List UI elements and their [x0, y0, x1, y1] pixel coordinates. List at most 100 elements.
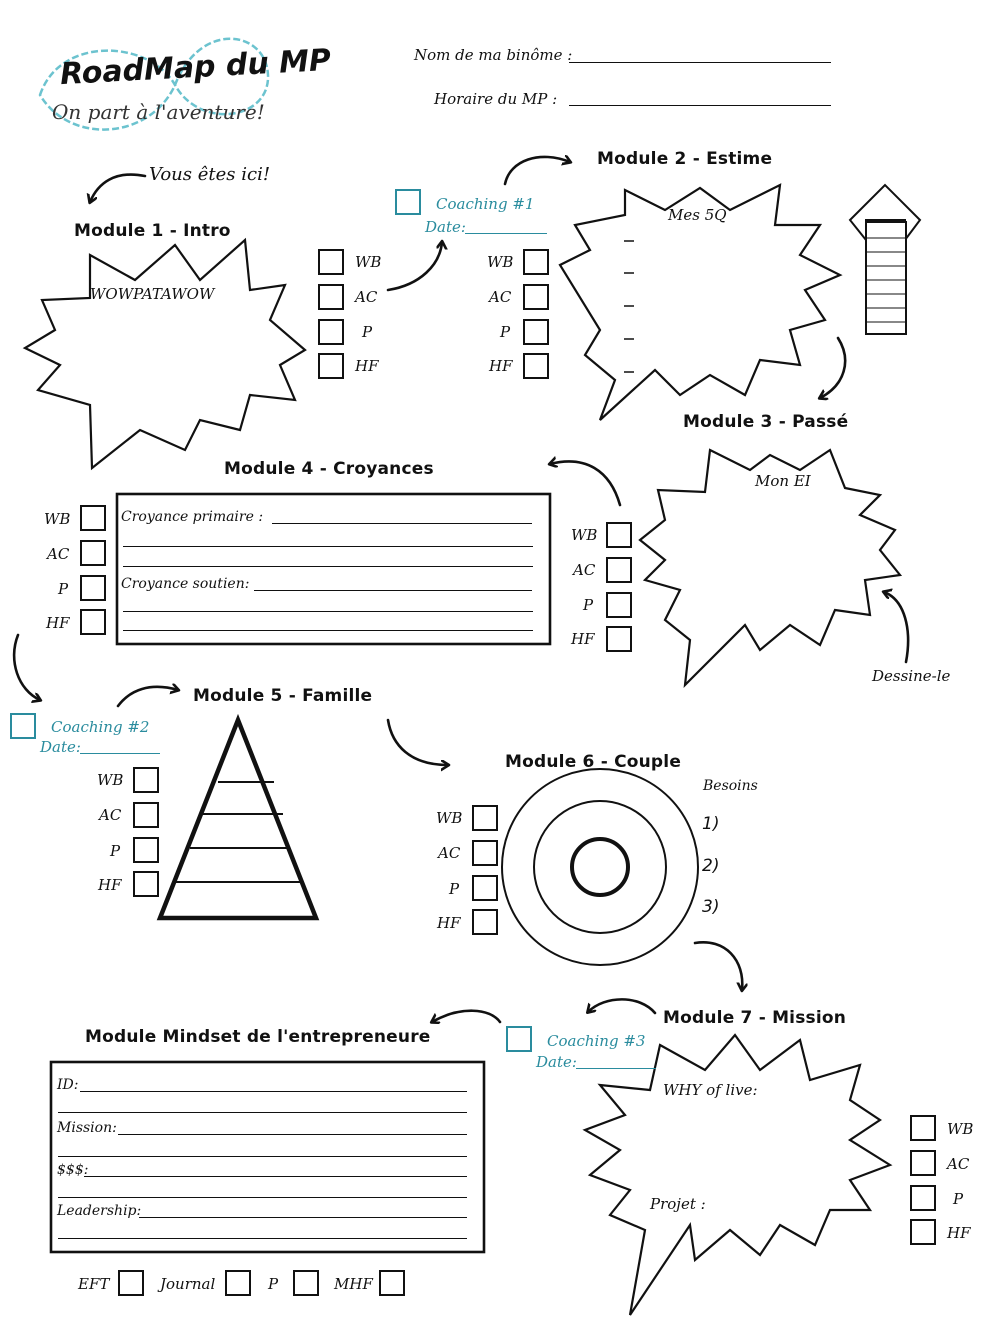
module4-ac-label: AC — [47, 545, 70, 563]
mindset-mhf-checkbox[interactable] — [379, 1270, 405, 1296]
module2-p-checkbox[interactable] — [523, 319, 549, 345]
module1-p-checkbox[interactable] — [318, 319, 344, 345]
arrow-to-module7 — [693, 940, 742, 990]
module4-line[interactable] — [123, 566, 533, 567]
module1-starburst-bubble — [22, 237, 307, 471]
flow-arrows — [12, 157, 910, 1022]
module6-p-label: P — [449, 880, 460, 898]
arrow-to-module5 — [116, 687, 178, 708]
module4-line[interactable] — [123, 611, 533, 612]
module7-hf-checkbox[interactable] — [910, 1219, 936, 1245]
module7-starburst-bubble — [582, 1033, 893, 1316]
mindset-id-field[interactable] — [80, 1091, 467, 1092]
module4-support-field[interactable] — [254, 590, 532, 591]
horaire-label: Horaire du MP : — [434, 90, 558, 108]
module7-ac-checkbox[interactable] — [910, 1150, 936, 1176]
module7-why-label: WHY of live: — [663, 1081, 758, 1099]
coaching3-label: Coaching #3 — [547, 1032, 646, 1050]
module4-primary-field[interactable] — [272, 523, 532, 524]
logo-swirl — [38, 37, 270, 131]
module5-wb-checkbox[interactable] — [133, 767, 159, 793]
mindset-eft-checkbox[interactable] — [118, 1270, 144, 1296]
module5-hf-checkbox[interactable] — [133, 871, 159, 897]
module2-wb-checkbox[interactable] — [523, 249, 549, 275]
module5-ac-label: AC — [99, 806, 122, 824]
module3-bubble-text: Mon EI — [755, 472, 811, 490]
coaching1-date-field[interactable] — [465, 233, 547, 234]
module5-wb-label: WB — [97, 771, 124, 789]
coaching2-checkbox[interactable] — [10, 713, 36, 739]
logo-subtitle: On part à l'aventure! — [52, 100, 265, 124]
module1-ac-checkbox[interactable] — [318, 284, 344, 310]
module1-hf-label: HF — [355, 357, 379, 375]
coaching1-date-label: Date: — [425, 218, 466, 236]
module3-wb-checkbox[interactable] — [606, 522, 632, 548]
module4-wb-checkbox[interactable] — [80, 505, 106, 531]
module3-ac-label: AC — [573, 561, 596, 579]
module6-needs-label: Besoins — [703, 778, 758, 794]
module4-p-label: P — [58, 580, 69, 598]
module6-ac-checkbox[interactable] — [472, 840, 498, 866]
coaching3-date-field[interactable] — [576, 1068, 656, 1069]
module7-wb-label: WB — [947, 1120, 974, 1138]
module6-p-checkbox[interactable] — [472, 875, 498, 901]
mindset-journal-checkbox[interactable] — [225, 1270, 251, 1296]
mindset-line[interactable] — [58, 1238, 467, 1239]
module6-hf-checkbox[interactable] — [472, 909, 498, 935]
mindset-money-field[interactable] — [84, 1176, 467, 1177]
module6-wb-checkbox[interactable] — [472, 805, 498, 831]
module5-p-checkbox[interactable] — [133, 837, 159, 863]
arrow-to-module2 — [503, 157, 570, 186]
module7-p-label: P — [953, 1190, 964, 1208]
module7-title: Module 7 - Mission — [663, 1008, 847, 1028]
coaching3-checkbox[interactable] — [506, 1026, 532, 1052]
module4-line[interactable] — [123, 546, 533, 547]
mindset-leadership-field[interactable] — [139, 1217, 467, 1218]
mindset-eft-label: EFT — [78, 1275, 110, 1293]
arrow-here — [90, 173, 147, 202]
module7-hf-label: HF — [947, 1224, 971, 1242]
mindset-line[interactable] — [58, 1112, 467, 1113]
module7-p-checkbox[interactable] — [910, 1185, 936, 1211]
module5-ac-checkbox[interactable] — [133, 802, 159, 828]
arrow-to-module4 — [550, 461, 622, 507]
mindset-mission-field[interactable] — [118, 1134, 467, 1135]
module5-hf-label: HF — [98, 876, 122, 894]
mindset-leadership-label: Leadership: — [57, 1203, 142, 1219]
mes5q-dashes — [624, 240, 634, 373]
module4-p-checkbox[interactable] — [80, 575, 106, 601]
module2-ac-label: AC — [489, 288, 512, 306]
coaching2-date-field[interactable] — [80, 753, 160, 754]
module2-hf-checkbox[interactable] — [523, 353, 549, 379]
module4-frame — [115, 492, 552, 646]
module2-hf-label: HF — [489, 357, 513, 375]
mindset-line[interactable] — [58, 1156, 467, 1157]
mindset-journal-label: Journal — [160, 1275, 216, 1293]
horaire-field[interactable] — [569, 105, 831, 106]
module7-wb-checkbox[interactable] — [910, 1115, 936, 1141]
module6-wb-label: WB — [436, 809, 463, 827]
mindset-p-checkbox[interactable] — [293, 1270, 319, 1296]
module2-ac-checkbox[interactable] — [523, 284, 549, 310]
module3-draw-hint: Dessine-le — [872, 667, 951, 685]
arrow-to-module3 — [820, 336, 847, 398]
binome-field[interactable] — [569, 62, 831, 63]
arrow-to-module6 — [386, 718, 448, 765]
mindset-line[interactable] — [58, 1197, 467, 1198]
coaching1-checkbox[interactable] — [395, 189, 421, 215]
module4-primary-label: Croyance primaire : — [121, 509, 264, 525]
module1-p-label: P — [362, 323, 373, 341]
module1-hf-checkbox[interactable] — [318, 353, 344, 379]
module4-ac-checkbox[interactable] — [80, 540, 106, 566]
module3-hf-checkbox[interactable] — [606, 626, 632, 652]
module2-wb-label: WB — [487, 253, 514, 271]
module4-line[interactable] — [123, 630, 533, 631]
binome-label: Nom de ma binôme : — [414, 46, 573, 64]
module4-hf-checkbox[interactable] — [80, 609, 106, 635]
module3-p-checkbox[interactable] — [606, 592, 632, 618]
module1-title: Module 1 - Intro — [74, 221, 231, 241]
coaching3-date-label: Date: — [536, 1053, 577, 1071]
mindset-mhf-label: MHF — [334, 1275, 373, 1293]
module1-wb-checkbox[interactable] — [318, 249, 344, 275]
module3-ac-checkbox[interactable] — [606, 557, 632, 583]
